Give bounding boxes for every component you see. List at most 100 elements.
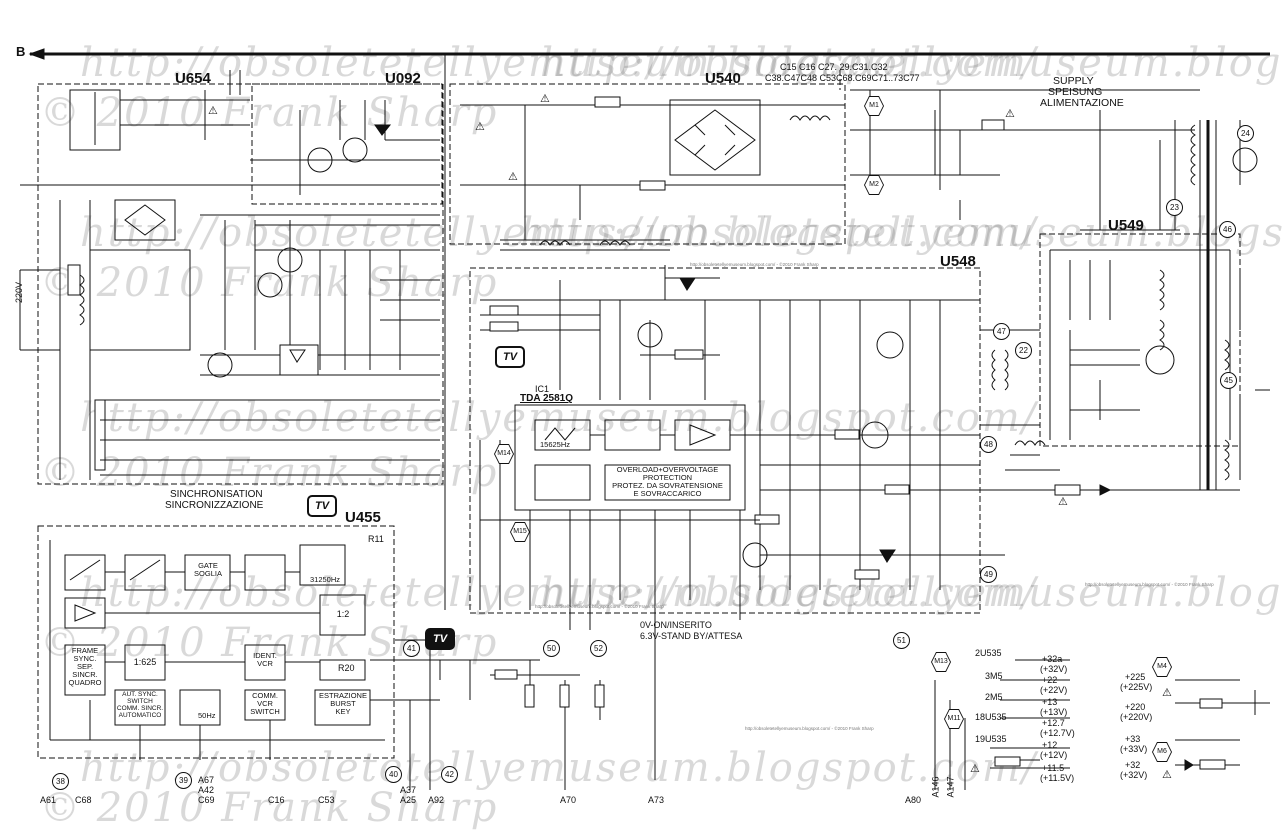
warning-icon-5: ⚠ (1005, 108, 1015, 120)
vout-ref-4: 19U535 (975, 734, 1007, 744)
supply-title-it: ALIMENTAZIONE (1040, 97, 1124, 109)
standby-note-2: 6.3V-STAND BY/ATTESA (640, 631, 743, 641)
module-u548-title: U548 (940, 253, 976, 270)
tv-logo-standby: TV (425, 628, 455, 650)
pin-a25: A25 (400, 795, 417, 805)
ic1-protection-1: OVERLOAD+OVERVOLTAGE (616, 465, 719, 474)
sync-freq-label: 31250Hz (310, 575, 341, 584)
pin-a70: A70 (560, 795, 577, 805)
pin-c69: C69 (198, 795, 215, 805)
vout-val-0: +32a (1042, 654, 1063, 664)
vfar-val-3: +32 (1125, 760, 1141, 770)
vout-ref-0: 2U535 (975, 648, 1002, 658)
vout-val-4: +12 (1042, 740, 1058, 750)
node-39: 39 (175, 772, 192, 789)
sync-comm-label: COMM. VCR SWITCH (250, 691, 280, 716)
sync-title: SINCHRONISATION (170, 489, 263, 500)
ic1-protection-2: PROTECTION (642, 473, 693, 482)
warning-icon-3: ⚠ (508, 171, 518, 183)
vfar-val-0: +225 (1125, 672, 1146, 682)
meas-m4-label: M4 (1153, 658, 1171, 676)
vfar-val-2: +33 (1125, 734, 1141, 744)
vout-val2-3: (+12.7V) (1040, 728, 1075, 738)
vfar-val-1: +220 (1125, 702, 1146, 712)
ic1-osc-freq: 15625Hz (540, 440, 571, 449)
meas-m15-label: M15 (511, 523, 529, 541)
module-u455-title: U455 (345, 509, 381, 526)
sync-r11-label: R11 (368, 534, 384, 544)
node-49: 49 (980, 566, 997, 583)
node-22: 22 (1015, 342, 1032, 359)
vout-val2-4: (+12V) (1040, 750, 1068, 760)
vout-val2-0: (+32V) (1040, 664, 1068, 674)
small-url-4: http://obsoletetellyemuseum.blogspot.com… (535, 604, 664, 609)
sync-title-it: SINCRONIZZAZIONE (165, 500, 264, 511)
pin-a73: A73 (648, 795, 665, 805)
warning-icon-2: ⚠ (540, 93, 550, 105)
tv-logo-sync: TV (307, 495, 337, 517)
pin-a80: A80 (905, 795, 922, 805)
vfar-val2-0: (+225V) (1120, 682, 1153, 692)
node-47: 47 (993, 323, 1010, 340)
pin-a67: A67 (198, 775, 215, 785)
sync-div2-label: 1:2 (336, 609, 350, 619)
warning-icon-9: ⚠ (1162, 769, 1172, 781)
vfar-val2-3: (+32V) (1120, 770, 1148, 780)
supply-title-en: SUPPLY (1053, 75, 1094, 87)
supply-title-de: SPEISUNG (1048, 86, 1103, 98)
vout-ref-1: 3M5 (985, 671, 1003, 681)
node-42: 42 (441, 766, 458, 783)
pin-c68: C68 (75, 795, 92, 805)
meas-m11-label: M11 (945, 710, 963, 728)
vout-ref-2: 2M5 (985, 692, 1003, 702)
meas-m14-label: M14 (495, 445, 513, 463)
pin-a61: A61 (40, 795, 57, 805)
meas-m1-label: M1 (865, 97, 883, 115)
pin-c16: C16 (268, 795, 285, 805)
ic1-protection-4: E SOVRACCARICO (633, 489, 702, 498)
capacitor-list: C15 C16 C27. 29.C31.C32 (780, 62, 888, 72)
vout-val2-2: (+13V) (1040, 707, 1068, 717)
sync-aut-label: AUT. SYNC. SWITCH COMM. SINCR. AUTOMATIC… (116, 691, 164, 719)
ic1-name: TDA 2581Q (520, 393, 573, 404)
node-40: 40 (385, 766, 402, 783)
sync-ident-label: IDENT. VCR (253, 651, 277, 668)
module-u549-title: U549 (1108, 217, 1144, 234)
sync-50hz-label: 50Hz (198, 711, 216, 720)
vout-val-3: +12.7 (1042, 718, 1065, 728)
bus-label: B (16, 44, 26, 59)
pin-a147: A147 (945, 776, 956, 798)
vout-val2-5: (+11.5V) (1040, 773, 1075, 783)
ic1-ref: IC1 (535, 384, 550, 394)
pin-a146: A146 (930, 776, 941, 798)
small-url-2: http://obsoletetellyemuseum.blogspot.com… (1085, 582, 1214, 587)
meas-m13-label: M13 (932, 653, 950, 671)
vout-val-2: +13 (1042, 697, 1058, 707)
tv-logo-u548: TV (495, 346, 525, 368)
node-50: 50 (543, 640, 560, 657)
vfar-val2-2: (+33V) (1120, 744, 1148, 754)
vout-ref-3: 18U535 (975, 712, 1007, 722)
sync-frame-label: FRAME SYNC. SEP. SINCR. QUADRO (68, 646, 102, 687)
node-41: 41 (403, 640, 420, 657)
node-45: 45 (1220, 372, 1237, 389)
small-url-1: http://obsoletetellyemuseum.blogspot.com… (690, 262, 819, 267)
node-24: 24 (1237, 125, 1254, 142)
warning-icon-4: ⚠ (475, 121, 485, 133)
node-48: 48 (980, 436, 997, 453)
vfar-val2-1: (+220V) (1120, 712, 1153, 722)
mains-voltage: 220V (14, 281, 24, 303)
sync-r20-label: R20 (338, 663, 355, 673)
node-51: 51 (893, 632, 910, 649)
vout-val2-1: (+22V) (1040, 685, 1068, 695)
sync-burst-label: ESTRAZIONE BURST KEY (319, 691, 367, 716)
capacitor-list-2: C38.C47C48 C53C68.C69C71..73C77 (765, 73, 920, 83)
meas-m6-label: M6 (1153, 743, 1171, 761)
node-46: 46 (1219, 221, 1236, 238)
pin-c53: C53 (318, 795, 335, 805)
warning-icon-1: ⚠ (208, 105, 218, 117)
module-u540-title: U540 (705, 70, 741, 87)
sync-div625-label: 1:625 (133, 657, 157, 667)
meas-m2-label: M2 (865, 176, 883, 194)
